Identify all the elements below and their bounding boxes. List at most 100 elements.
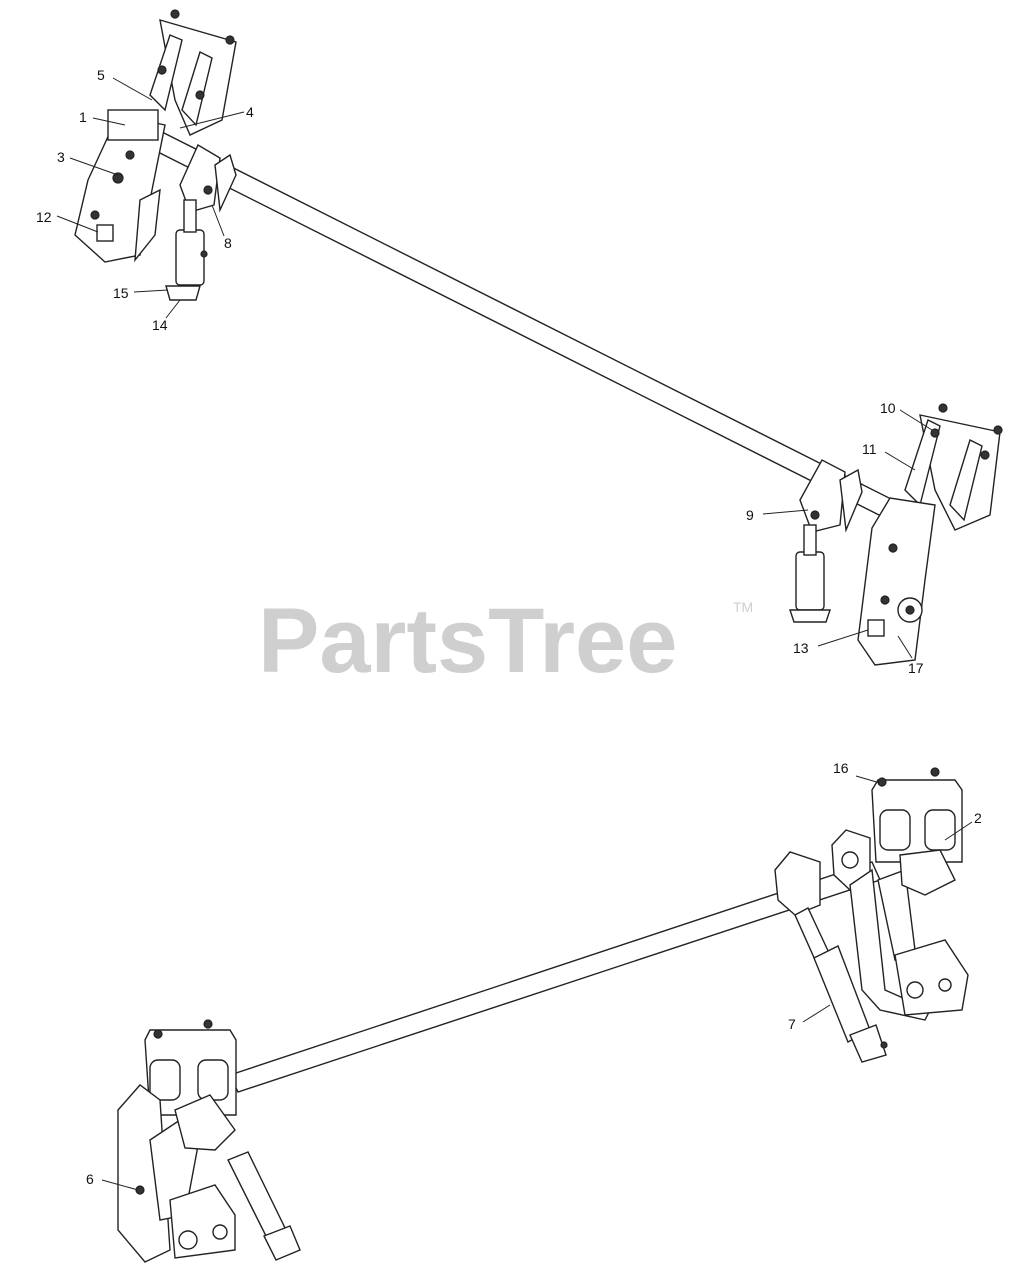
- top-right-bolt-a: [938, 403, 948, 413]
- top-left-hanger-arm-a: [149, 34, 183, 112]
- top-right-cylinder-clevis: [789, 609, 831, 623]
- leader-17: [897, 635, 913, 659]
- top-left-collar-ear: [214, 153, 237, 213]
- top-right-hanger-arm-a: [904, 419, 941, 507]
- leader-8: [211, 204, 225, 237]
- top-left-arm-bolt-c: [90, 210, 100, 220]
- top-left-lift-cylinder: [175, 229, 205, 286]
- partstree-watermark: PartsTree TM: [258, 590, 753, 692]
- top-left-bolt-b: [225, 35, 235, 45]
- top-left-side-plate: [134, 188, 161, 263]
- top-left-cylinder-fitting: [200, 250, 208, 258]
- callout-11[interactable]: 11: [862, 441, 877, 457]
- leader-15: [133, 289, 169, 293]
- callout-5[interactable]: 5: [97, 67, 105, 83]
- leader-1: [92, 117, 126, 126]
- top-right-nut-a: [930, 428, 940, 438]
- top-assembly: [74, 9, 1003, 666]
- top-lift-shaft: [149, 129, 894, 519]
- callout-16[interactable]: 16: [833, 760, 849, 776]
- top-left-cylinder-clevis: [165, 285, 201, 301]
- leader-5: [112, 77, 153, 101]
- callout-8[interactable]: 8: [224, 235, 232, 251]
- bottom-right-knuckle: [899, 849, 956, 896]
- bottom-right-stud-b: [930, 767, 940, 777]
- top-right-collar-bolt: [810, 510, 820, 520]
- leader-4: [179, 111, 245, 129]
- bottom-left-foot-hole-b: [212, 1224, 228, 1240]
- bottom-left-lift-cylinder: [227, 1151, 287, 1241]
- top-left-bolt-a: [170, 9, 180, 19]
- callout-6[interactable]: 6: [86, 1171, 94, 1187]
- callout-3[interactable]: 3: [57, 149, 65, 165]
- watermark-tm: TM: [733, 599, 753, 615]
- leader-14: [165, 299, 181, 319]
- bottom-right-foot: [894, 939, 969, 1016]
- bottom-right-cylinder-clevis: [849, 1024, 887, 1063]
- bottom-right-side-plate: [849, 868, 931, 1021]
- top-right-bolt-b: [993, 425, 1003, 435]
- bottom-right-cotter-pin: [880, 1041, 888, 1049]
- top-right-spacer: [867, 619, 885, 637]
- top-left-hanger-arm-b: [181, 51, 213, 127]
- bottom-left-side-plate: [117, 1084, 171, 1263]
- callout-15[interactable]: 15: [113, 285, 129, 301]
- bottom-left-knuckle: [174, 1094, 236, 1151]
- bottom-assembly: [117, 767, 969, 1263]
- top-right-arm-bolt-b: [880, 595, 890, 605]
- leader-2: [944, 821, 973, 841]
- leader-6: [101, 1179, 139, 1191]
- bottom-right-foot-hole-a: [906, 981, 924, 999]
- top-right-lift-arm: [857, 497, 936, 666]
- top-right-cylinder-rod: [803, 524, 817, 556]
- bottom-left-cylinder-clevis: [263, 1225, 301, 1261]
- callout-14[interactable]: 14: [152, 317, 168, 333]
- leader-16: [855, 775, 881, 784]
- callout-9[interactable]: 9: [746, 507, 754, 523]
- bottom-left-stud-b: [203, 1019, 213, 1029]
- top-left-collar-bolt: [203, 185, 213, 195]
- callout-10[interactable]: 10: [880, 400, 896, 416]
- bottom-right-hanger-cutout-b: [924, 809, 956, 851]
- leader-3: [69, 157, 119, 176]
- watermark-brand: PartsTree: [258, 590, 677, 692]
- top-left-pivot-block: [107, 109, 159, 141]
- callout-4[interactable]: 4: [246, 104, 254, 120]
- leader-13: [817, 629, 869, 647]
- leader-11: [884, 451, 916, 471]
- top-right-collar-ear: [839, 468, 863, 533]
- callout-12[interactable]: 12: [36, 209, 52, 225]
- top-right-arm-bolt-a: [888, 543, 898, 553]
- top-left-nut-a: [157, 65, 167, 75]
- callout-17[interactable]: 17: [908, 660, 924, 676]
- callout-2[interactable]: 2: [974, 810, 982, 826]
- leader-10: [899, 409, 933, 431]
- callout-1[interactable]: 1: [79, 109, 87, 125]
- bottom-left-hanger-cutout-a: [149, 1059, 181, 1101]
- leader-12: [56, 215, 99, 233]
- top-right-hanger-arm-b: [949, 439, 983, 522]
- callout-7[interactable]: 7: [788, 1016, 796, 1032]
- callout-labels: 5 1 4 3 12 8 15 14 10 11 9 13 17 16 2 7 …: [36, 67, 982, 1187]
- bottom-left-hanger-cutout-b: [197, 1059, 229, 1101]
- bottom-left-stud-a: [153, 1029, 163, 1039]
- top-left-arm-bolt-a: [112, 172, 124, 184]
- callout-leaders: [56, 77, 973, 1191]
- bottom-left-foot-hole-a: [178, 1230, 198, 1250]
- bottom-left-clip: [135, 1185, 145, 1195]
- leader-9: [762, 509, 809, 515]
- callout-13[interactable]: 13: [793, 640, 809, 656]
- top-right-hub-center: [905, 605, 915, 615]
- leader-7: [802, 1004, 831, 1023]
- bottom-right-foot-hole-b: [938, 978, 952, 992]
- top-left-nut-b: [195, 90, 205, 100]
- top-left-spacer: [96, 224, 114, 242]
- bottom-right-flange-a: [774, 851, 821, 916]
- bottom-right-hanger-cutout-a: [879, 809, 911, 851]
- bottom-right-flange-bore: [841, 851, 859, 869]
- bottom-right-stud-a: [877, 777, 887, 787]
- top-left-arm-bolt-b: [125, 150, 135, 160]
- top-right-lift-cylinder: [795, 551, 825, 611]
